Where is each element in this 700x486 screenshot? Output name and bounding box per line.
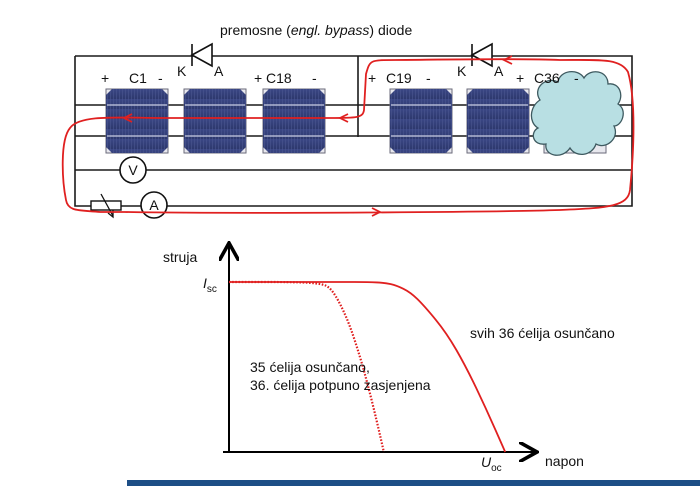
svg-text:C36: C36 — [534, 70, 560, 86]
svg-text:C18: C18 — [266, 70, 292, 86]
bypass-diode-1: K A — [177, 42, 224, 79]
y-tick-isc: Isc — [203, 275, 217, 295]
series-line-shaded — [228, 280, 385, 453]
bypass-diode-2: K A — [457, 42, 504, 79]
annotation-all-sunny: svih 36 ćelija osunčano — [470, 325, 615, 341]
diode-cathode-label: K — [177, 63, 187, 79]
annotation-shaded-line2: 36. ćelija potpuno zasjenjena — [250, 377, 431, 393]
footer-bar — [127, 480, 700, 486]
ammeter-icon: A — [140, 191, 168, 219]
solar-cell-c1 — [105, 88, 169, 154]
solar-cell-c19 — [389, 88, 453, 154]
x-axis-label: napon — [545, 453, 584, 469]
chart-axes — [223, 245, 535, 452]
svg-text:+: + — [516, 70, 524, 86]
x-tick-uoc: Uoc — [481, 454, 502, 474]
title-text: premosne (engl. bypass) diode — [220, 22, 412, 38]
y-axis-label: struja — [163, 249, 197, 265]
svg-text:C19: C19 — [386, 70, 412, 86]
solar-cells — [105, 88, 607, 154]
solar-cell-c18 — [262, 88, 326, 154]
svg-text:-: - — [574, 70, 579, 86]
diode-anode-label: A — [494, 63, 504, 79]
svg-text:-: - — [312, 70, 317, 86]
svg-text:-: - — [158, 70, 163, 86]
svg-text:+: + — [101, 70, 109, 86]
cell-labels: + C1 - + C18 - + C19 - + C36 - — [101, 70, 579, 86]
cloud-icon — [530, 71, 624, 156]
annotation-shaded-line1: 35 ćelija osunčano, — [250, 359, 370, 375]
solar-cell-c35 — [466, 88, 530, 154]
svg-text:+: + — [254, 70, 262, 86]
variable-resistor-icon — [90, 193, 122, 219]
diode-anode-label: A — [214, 63, 224, 79]
current-path — [61, 58, 635, 214]
diode-cathode-label: K — [457, 63, 467, 79]
chart-series-layer — [228, 280, 507, 453]
solar-cell-c2 — [183, 88, 247, 154]
svg-text:-: - — [426, 70, 431, 86]
svg-text:+: + — [368, 70, 376, 86]
current-arrows — [121, 55, 513, 217]
series-line-all-sunny — [228, 281, 507, 453]
voltmeter-icon: V — [119, 156, 147, 184]
svg-text:V: V — [128, 162, 138, 178]
svg-text:C1: C1 — [129, 70, 147, 86]
svg-text:A: A — [149, 197, 159, 213]
